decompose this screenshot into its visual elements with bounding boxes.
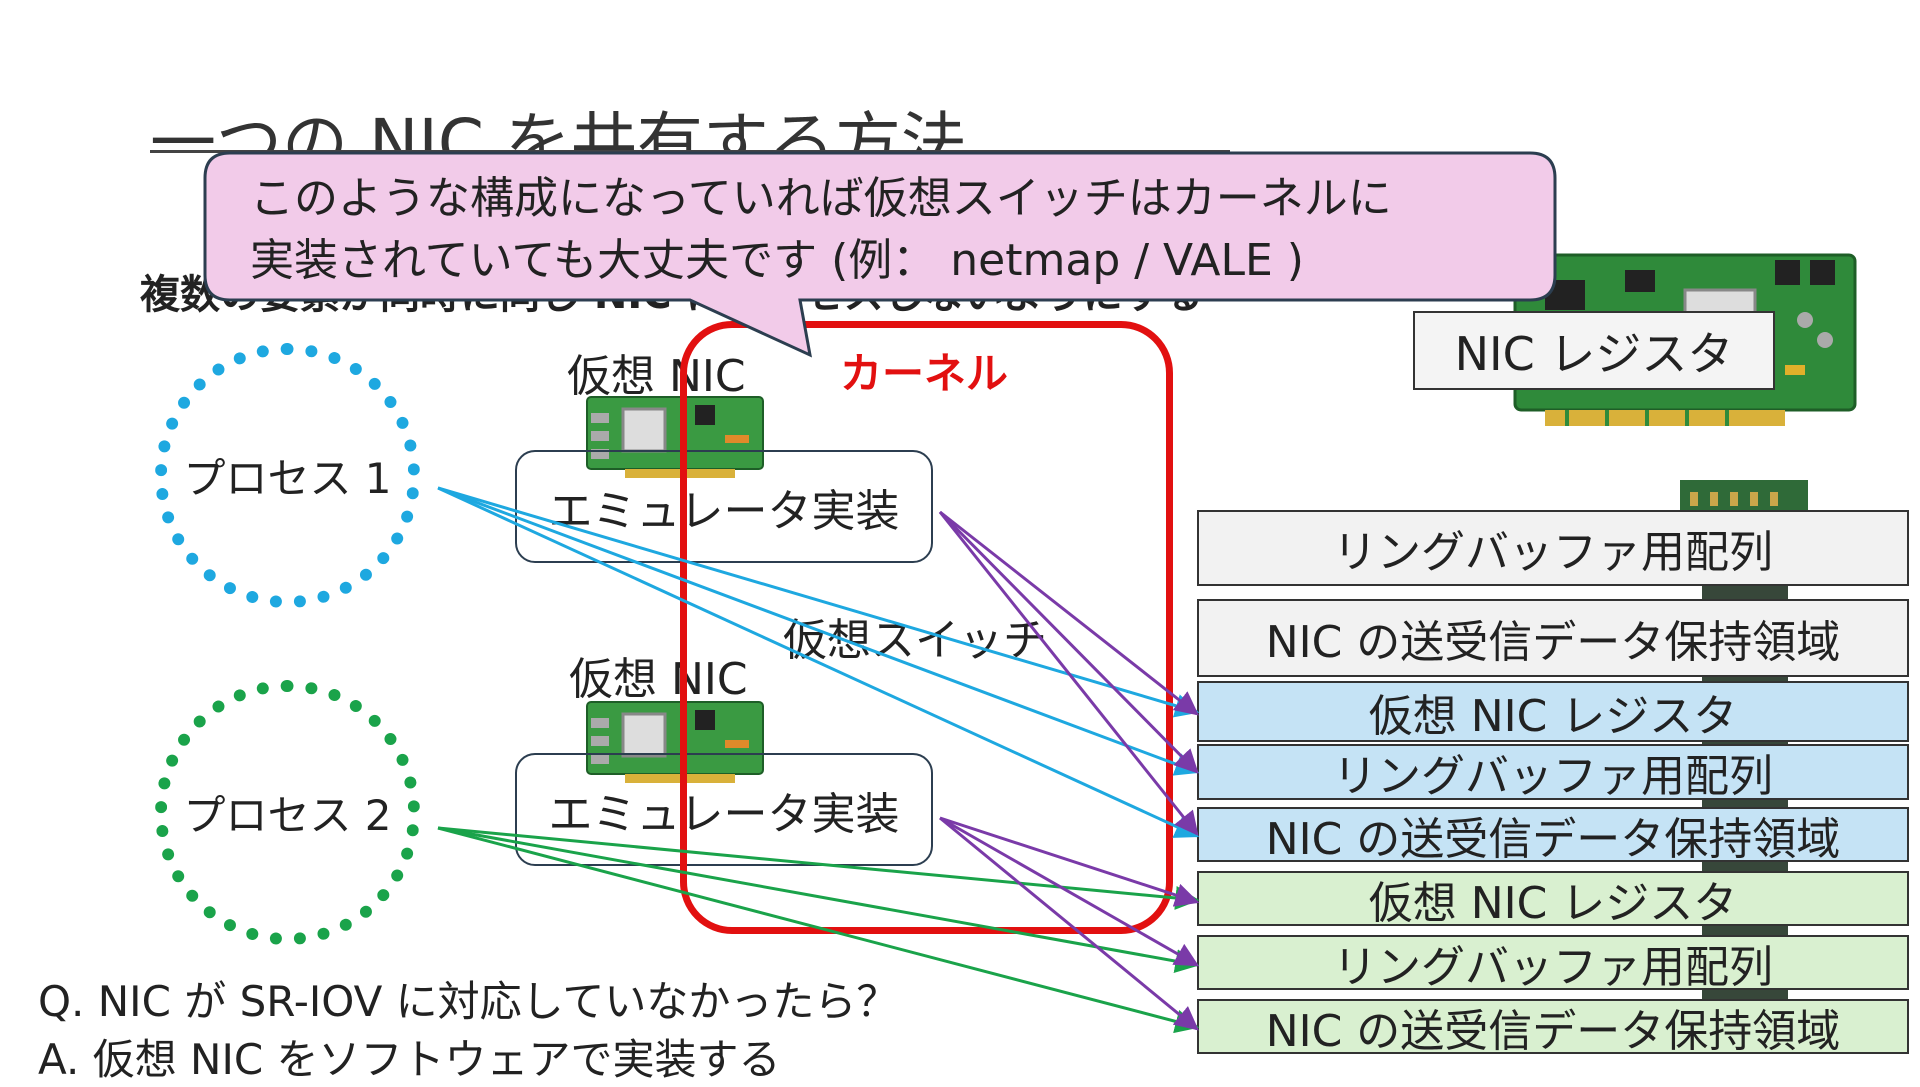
kernel-boundary xyxy=(680,321,1173,934)
nic-data-region: NIC の送受信データ保持領域 xyxy=(1197,807,1909,865)
process2-arrow xyxy=(437,826,1200,1034)
emulator-box-1: エミュレータ実装 xyxy=(515,450,933,563)
virtual-nic-card-icon xyxy=(586,701,764,783)
question-text: Q. NIC が SR-IOV に対応していなかったら？ xyxy=(38,977,899,1026)
emulator-arrow xyxy=(938,510,1199,774)
virtual-nic-label: 仮想 NIC xyxy=(569,654,748,705)
nic-data-region: NIC の送受信データ保持領域 xyxy=(1197,999,1909,1057)
process2-arrow xyxy=(437,826,1200,910)
emulator-arrow xyxy=(939,816,1200,967)
callout-line-2: 実装されていても大丈夫です (例： netmap / VALE ) xyxy=(250,235,1304,286)
process-2-label: プロセス 2 xyxy=(183,791,392,840)
virtual-switch-label: 仮想スイッチ xyxy=(783,615,1047,666)
nic-data-region: NIC の送受信データ保持領域 xyxy=(1197,599,1909,677)
virtual-nic-register-region: 仮想 NIC レジスタ xyxy=(1197,871,1909,929)
ring-buffer-region: リングバッファ用配列 xyxy=(1197,744,1909,802)
ring-buffer-region: リングバッファ用配列 xyxy=(1197,935,1909,993)
emulator-box-2: エミュレータ実装 xyxy=(515,753,933,866)
virtual-nic-register-region: 仮想 NIC レジスタ xyxy=(1197,681,1909,742)
ring-buffer-region: リングバッファ用配列 xyxy=(1197,510,1909,586)
emulator-arrow xyxy=(939,816,1199,1031)
process1-arrow xyxy=(437,486,1200,776)
process1-arrow xyxy=(437,486,1200,838)
emulator-arrow xyxy=(938,511,1199,836)
answer-text: A. 仮想 NIC をソフトウェアで実装する xyxy=(38,1035,781,1084)
process-1-label: プロセス 1 xyxy=(183,454,392,503)
emulator-arrow xyxy=(939,510,1199,716)
emulator-arrow xyxy=(939,816,1200,907)
callout-text: このような構成になっていれば仮想スイッチはカーネルに 実装されていても大丈夫です… xyxy=(250,168,1392,292)
process2-arrow xyxy=(437,826,1200,973)
kernel-label: カーネル xyxy=(840,349,1009,398)
nic-register-box: NIC レジスタ xyxy=(1413,311,1775,390)
callout-line-1: このような構成になっていれば仮想スイッチはカーネルに xyxy=(250,173,1392,224)
